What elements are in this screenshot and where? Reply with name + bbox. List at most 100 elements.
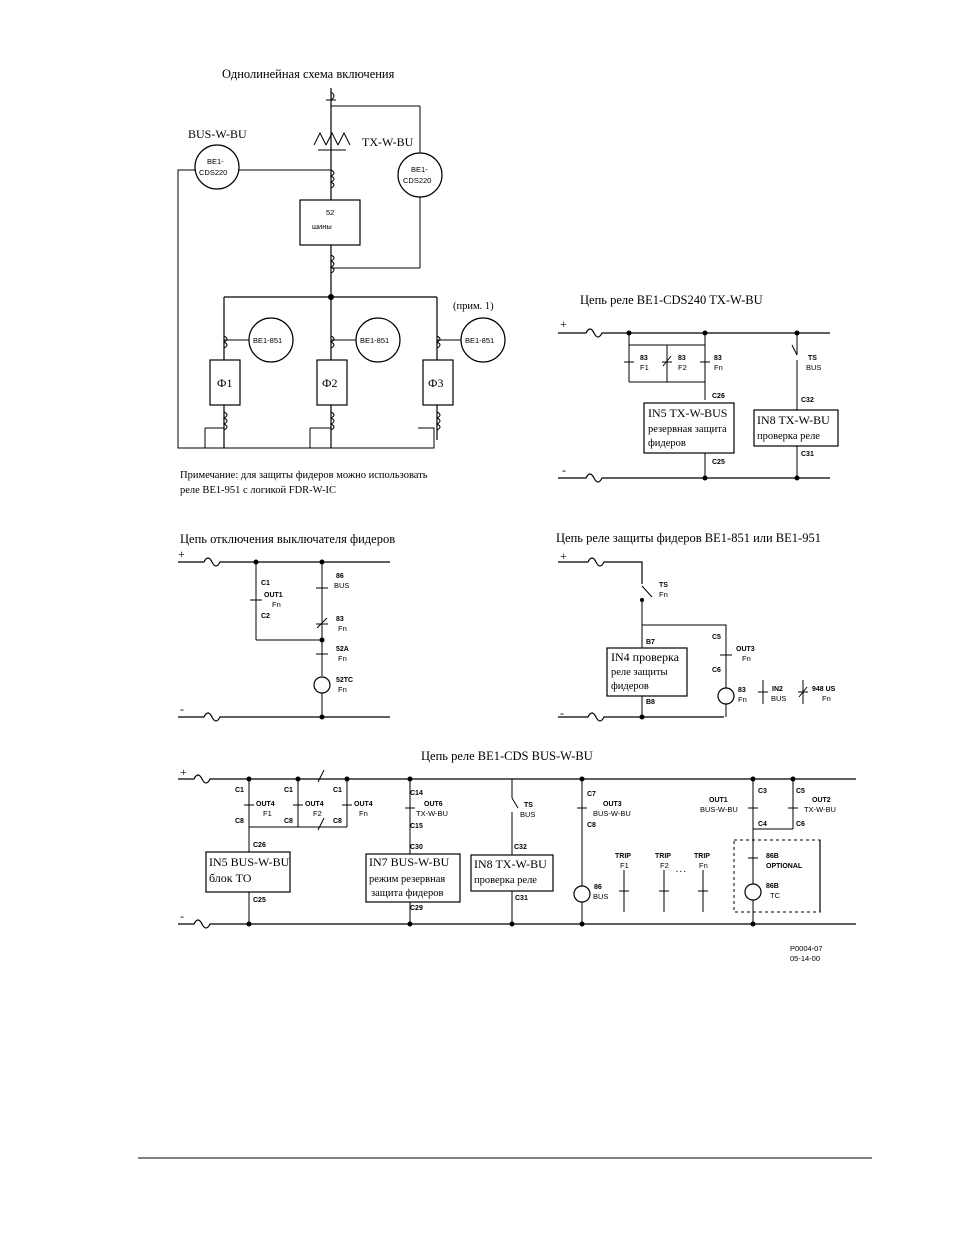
bus-out4-a: OUT4 (256, 801, 275, 808)
bus-out6-tx: TX-W-BU (416, 809, 448, 818)
bus-c4: C4 (758, 821, 767, 828)
tx-fn: Fn (714, 363, 723, 372)
fd-b7: B7 (646, 639, 655, 646)
fd-coil-83 (717, 687, 735, 705)
bus-minus: - (180, 909, 184, 923)
feeder-label-2: Ф2 (322, 376, 337, 390)
tx-83-2: 83 (678, 355, 686, 362)
tx-in5-line3: фидеров (648, 438, 686, 449)
trip-dots: . . . (676, 867, 686, 874)
bus-c7: C7 (587, 791, 596, 798)
trip-3: TRIP (694, 853, 710, 860)
fd-c6: C6 (712, 667, 721, 674)
bus-out4-c: OUT4 (354, 801, 373, 808)
trip-1: TRIP (615, 853, 631, 860)
bus-c25: C25 (253, 897, 266, 904)
bus-c14: C14 (410, 790, 423, 797)
fd-c5: C5 (712, 634, 721, 641)
bus-breaker-box (299, 199, 361, 246)
breaker-label-2: шины (312, 222, 332, 231)
bus-circuit-title: Цепь реле BE1-CDS BUS-W-BU (421, 749, 593, 763)
feeder-label-3: Ф3 (428, 376, 443, 390)
trip-circuit: Цепь отключения выключателя фидеров + - … (178, 532, 395, 722)
fd-in2-bus: BUS (771, 694, 786, 703)
optional-label: OPTIONAL (766, 863, 803, 870)
tx-c25: C25 (712, 459, 725, 466)
trip-86: 86 (336, 573, 344, 580)
one-line-title: Однолинейная схема включения (222, 67, 395, 81)
fd-in4-box (606, 647, 688, 697)
bus-c8-b: C8 (284, 818, 293, 825)
bus-86: 86 (594, 884, 602, 891)
fd-in2: IN2 (772, 686, 783, 693)
figure-id-1: P0004-07 (790, 944, 823, 953)
bus-c1-c: C1 (333, 787, 342, 794)
bus-c26: C26 (253, 842, 266, 849)
relay-cds-bus-text1: BE1- (207, 157, 224, 166)
trip-circuit-title: Цепь отключения выключателя фидеров (180, 532, 395, 546)
bus-out6: OUT6 (424, 801, 443, 808)
trip-2-f2: F2 (660, 861, 669, 870)
feeder-3: BE1-851 (прим. 1) Ф3 (422, 297, 506, 440)
note-line-2: реле BE1-951 с логикой FDR-W-IC (180, 485, 336, 496)
tx-83-1: 83 (640, 355, 648, 362)
bus-out1-bus: BUS-W-BU (700, 805, 738, 814)
relay-cds-tx-text2: CDS220 (403, 176, 431, 185)
trip-83: 83 (336, 616, 344, 623)
bus-out3-bus: BUS-W-BU (593, 809, 631, 818)
tx-in5-title: IN5 TX-W-BUS (648, 406, 727, 420)
bus-out3: OUT3 (603, 801, 622, 808)
trip-2: TRIP (655, 853, 671, 860)
tx-c26: C26 (712, 393, 725, 400)
tx-83-3: 83 (714, 355, 722, 362)
bus-in5-1: IN5 BUS-W-BU (209, 855, 290, 869)
trip-86-bus: BUS (334, 581, 349, 590)
bus-out1: OUT1 (709, 797, 728, 804)
note-line-1: Примечание: для защиты фидеров можно исп… (180, 470, 428, 481)
tx-f2: F2 (678, 363, 687, 372)
tx-c31: C31 (801, 451, 814, 458)
bus-c29: C29 (410, 905, 423, 912)
relay-cds-bus-text2: CDS220 (199, 168, 227, 177)
trip-52tc-fn: Fn (338, 685, 347, 694)
bus-86-bus: BUS (593, 892, 608, 901)
tx-c32: C32 (801, 397, 814, 404)
bus-out4-f1: F1 (263, 809, 272, 818)
trip-minus: - (180, 702, 184, 716)
fd-83-fn: Fn (738, 695, 747, 704)
bus-c8: C8 (587, 822, 596, 829)
trip-52tc: 52TC (336, 677, 353, 684)
fd-in4-1: IN4 проверка (611, 650, 680, 664)
feeder-relay-3: BE1-851 (465, 336, 494, 345)
tx-f1: F1 (640, 363, 649, 372)
feeder-relay-1: BE1-851 (253, 336, 282, 345)
bus-in7-2: режим резервная (369, 874, 445, 885)
trip-c2: C2 (261, 613, 270, 620)
fd-ts-fn: Fn (659, 590, 668, 599)
bus-relay-circuit: Цепь реле BE1-CDS BUS-W-BU + - C1 OUT4 F… (178, 749, 856, 963)
bus-out4-f2: F2 (313, 809, 322, 818)
fd-ts: TS (659, 582, 668, 589)
bus-86b-tc: TC (770, 891, 781, 900)
tx-minus: - (562, 463, 566, 477)
fd-83: 83 (738, 687, 746, 694)
fd-948-fn: Fn (822, 694, 831, 703)
bus-c8-a: C8 (235, 818, 244, 825)
bus-ts-bus: BUS (520, 810, 535, 819)
tx-in8-title: IN8 TX-W-BU (757, 413, 830, 427)
bus-out4-b: OUT4 (305, 801, 324, 808)
fd-in4-2: реле защиты (611, 667, 668, 678)
tx-label: TX-W-BU (362, 135, 414, 149)
tx-circuit-title: Цепь реле BE1-CDS240 TX-W-BU (580, 293, 763, 307)
bus-c15: C15 (410, 823, 423, 830)
trip-83-fn: Fn (338, 624, 347, 633)
bus-in5-box (205, 851, 291, 893)
bus-out2-tx: TX-W-BU (804, 805, 836, 814)
trip-c1: C1 (261, 580, 270, 587)
fd-minus: - (560, 706, 564, 720)
trip-52a-fn: Fn (338, 654, 347, 663)
bus-86b: 86B (766, 883, 779, 890)
bus-c6: C6 (796, 821, 805, 828)
one-line-diagram: Однолинейная схема включения BUS-W-BU TX… (177, 67, 506, 496)
bus-out4-fn: Fn (359, 809, 368, 818)
